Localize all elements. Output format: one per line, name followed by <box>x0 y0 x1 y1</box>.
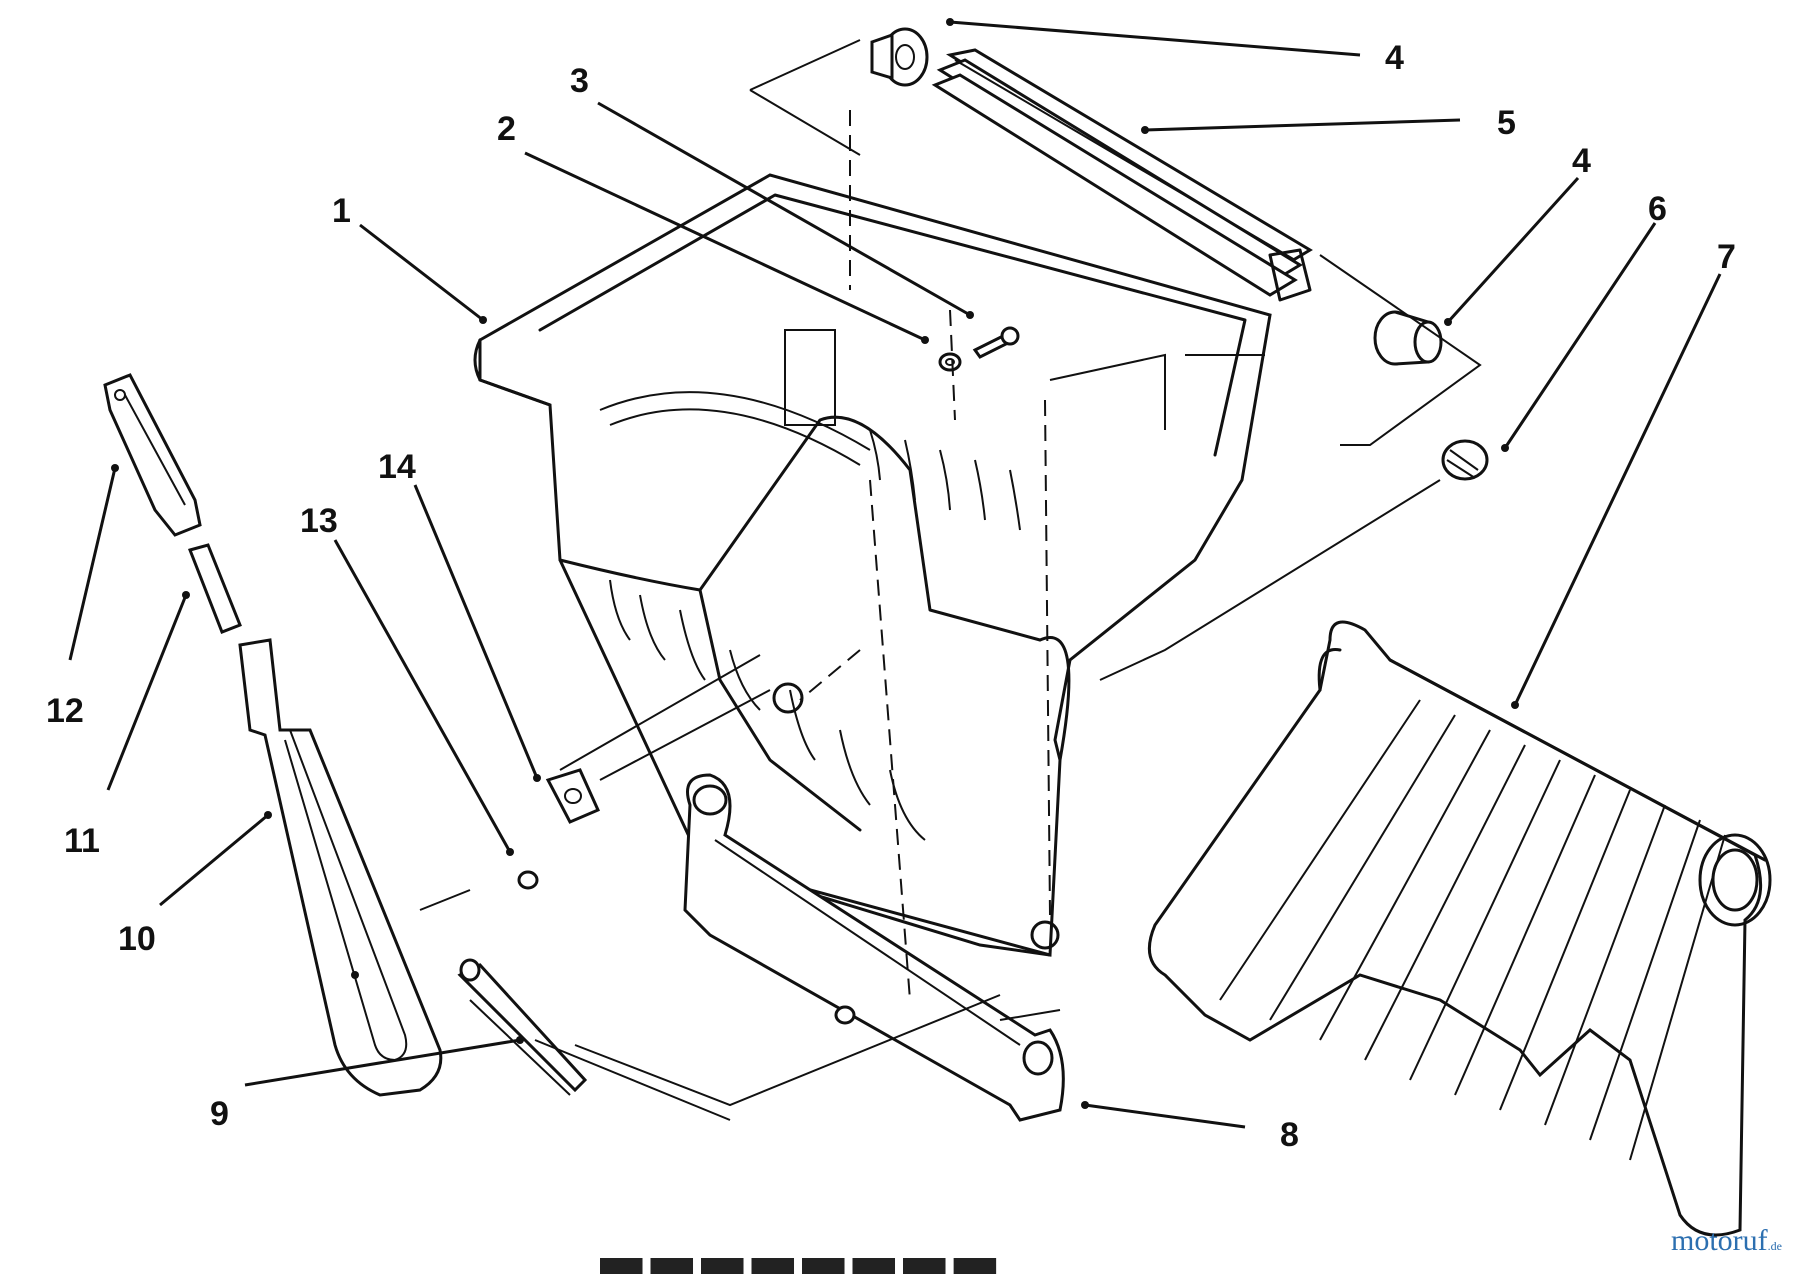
cropped-caption: ████████ <box>600 1258 1200 1274</box>
watermark-suffix: .de <box>1767 1239 1782 1253</box>
leader-lines <box>68 18 1722 1129</box>
part-label-12: 12 <box>46 692 84 730</box>
latch-bracket-part <box>103 373 202 537</box>
part-label-14: 14 <box>378 448 416 486</box>
axle-bar-part <box>683 773 1065 1122</box>
part-label-10: 10 <box>118 920 156 958</box>
bushing-part-top <box>870 27 929 87</box>
part-label-11: 11 <box>64 822 100 860</box>
part-label-2: 2 <box>497 110 516 148</box>
link-arm-part <box>457 958 588 1096</box>
handle-part <box>238 638 443 1097</box>
watermark-logo: motoruf.de <box>1671 1224 1782 1258</box>
washer-part <box>938 352 962 372</box>
part-label-3: 3 <box>570 62 589 100</box>
assembly-lines <box>419 39 1482 1121</box>
bin-part <box>473 173 1272 957</box>
knob-part <box>1441 439 1489 481</box>
part-label-5: 5 <box>1497 104 1516 142</box>
part-label-1: 1 <box>332 192 351 230</box>
roller-shaft-part <box>931 48 1313 302</box>
part-label-9: 9 <box>210 1095 229 1133</box>
part-label-8: 8 <box>1280 1116 1299 1154</box>
bin-vent-slots <box>609 429 1021 841</box>
watermark-brand: motoruf <box>1671 1224 1768 1257</box>
screw-part <box>972 326 1020 359</box>
comb-rack-part <box>1147 620 1772 1237</box>
part-label-4-right: 4 <box>1572 142 1591 180</box>
part-label-7: 7 <box>1717 238 1736 276</box>
pin-part <box>187 543 242 634</box>
small-screw-part <box>517 870 539 890</box>
part-number-labels: 1 2 3 4 5 4 6 7 8 9 10 11 12 13 14 <box>46 39 1736 1154</box>
part-label-13: 13 <box>300 502 338 540</box>
comb-tines <box>1219 699 1726 1161</box>
bushing-part-right <box>1373 310 1443 366</box>
part-label-4-top: 4 <box>1385 39 1404 77</box>
clip-nut-part <box>545 768 600 824</box>
dashed-alignment-lines <box>799 110 1051 1001</box>
part-label-6: 6 <box>1648 190 1667 228</box>
